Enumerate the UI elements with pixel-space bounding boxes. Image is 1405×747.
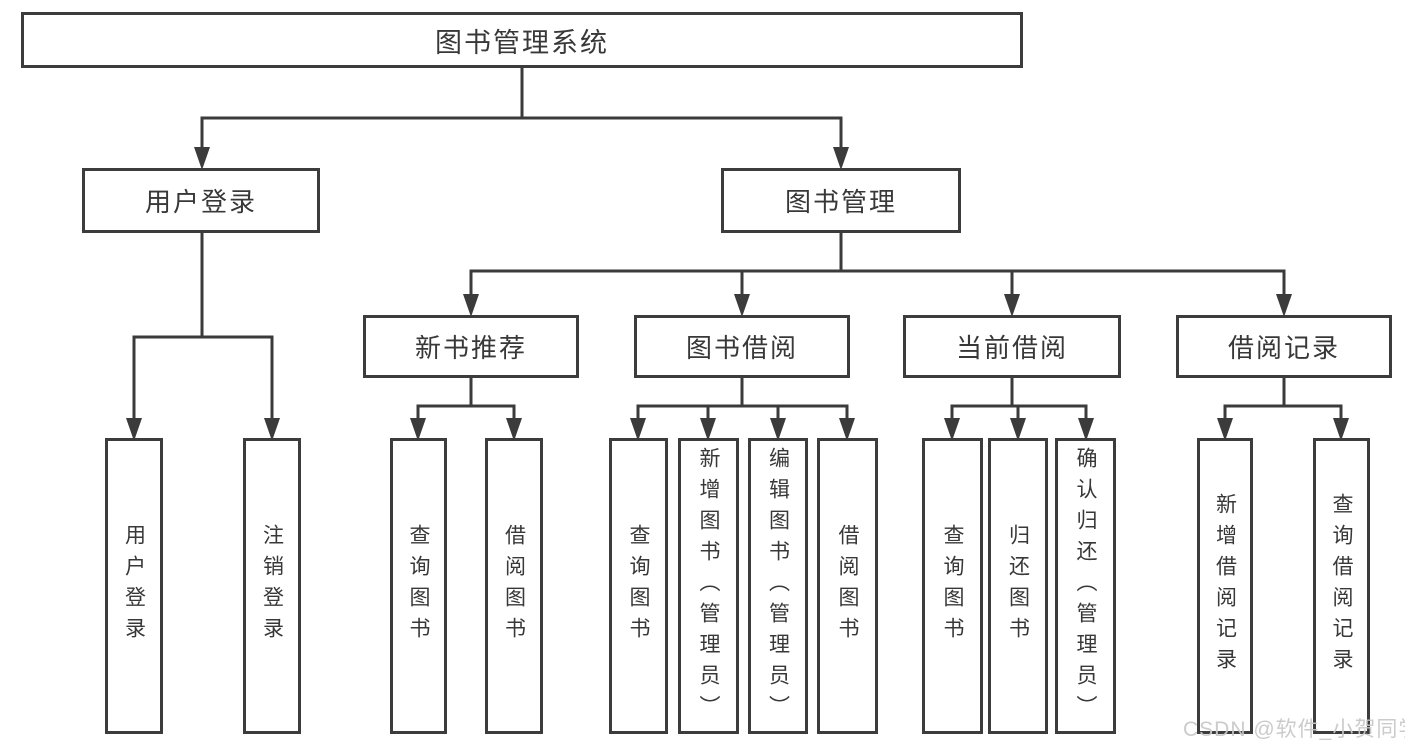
leaf-user-login-label: 用户登录 — [122, 524, 146, 648]
leaf-return-books: 归还图书 — [988, 438, 1048, 734]
leaf-query-books-borrowing-label: 查询图书 — [627, 524, 650, 648]
leaf-add-books-admin-label: 新增图书（管理员） — [697, 446, 720, 726]
leaf-query-books-current-label: 查询图书 — [941, 524, 964, 648]
leaf-confirm-return-admin-label: 确认归还（管理员） — [1074, 446, 1097, 726]
node-current-borrowing: 当前借阅 — [903, 315, 1121, 378]
leaf-borrow-books-recommend-label: 借阅图书 — [502, 524, 526, 648]
leaf-edit-books-admin: 编辑图书（管理员） — [748, 438, 808, 734]
leaf-query-books-borrowing: 查询图书 — [609, 438, 668, 734]
node-new-book-recommend: 新书推荐 — [363, 315, 579, 378]
leaf-logout-login-label: 注销登录 — [260, 524, 284, 648]
node-borrowing-records: 借阅记录 — [1176, 315, 1392, 378]
leaf-user-login: 用户登录 — [105, 438, 163, 734]
leaf-query-books-recommend-label: 查询图书 — [407, 524, 430, 648]
leaf-borrow-books-borrowing: 借阅图书 — [817, 438, 878, 734]
leaf-query-books-current: 查询图书 — [922, 438, 983, 734]
leaf-confirm-return-admin: 确认归还（管理员） — [1055, 438, 1116, 734]
leaf-edit-books-admin-label: 编辑图书（管理员） — [766, 446, 790, 726]
leaf-query-borrow-record: 查询借阅记录 — [1313, 438, 1370, 734]
watermark: CSDN @软件_小贺同学 — [1183, 718, 1405, 741]
leaf-add-books-admin: 新增图书（管理员） — [678, 438, 739, 734]
leaf-add-borrow-record: 新增借阅记录 — [1197, 438, 1253, 734]
leaf-logout-login: 注销登录 — [243, 438, 301, 734]
leaf-query-books-recommend: 查询图书 — [390, 438, 447, 734]
leaf-return-books-label: 归还图书 — [1006, 524, 1030, 648]
leaf-add-borrow-record-label: 新增借阅记录 — [1213, 493, 1237, 679]
leaf-borrow-books-borrowing-label: 借阅图书 — [836, 524, 859, 648]
node-book-management: 图书管理 — [721, 168, 961, 233]
leaf-borrow-books-recommend: 借阅图书 — [485, 438, 543, 734]
node-library-system: 图书管理系统 — [21, 12, 1023, 68]
node-book-borrowing: 图书借阅 — [634, 315, 850, 378]
node-user-login: 用户登录 — [82, 168, 320, 233]
leaf-query-borrow-record-label: 查询借阅记录 — [1330, 493, 1353, 679]
